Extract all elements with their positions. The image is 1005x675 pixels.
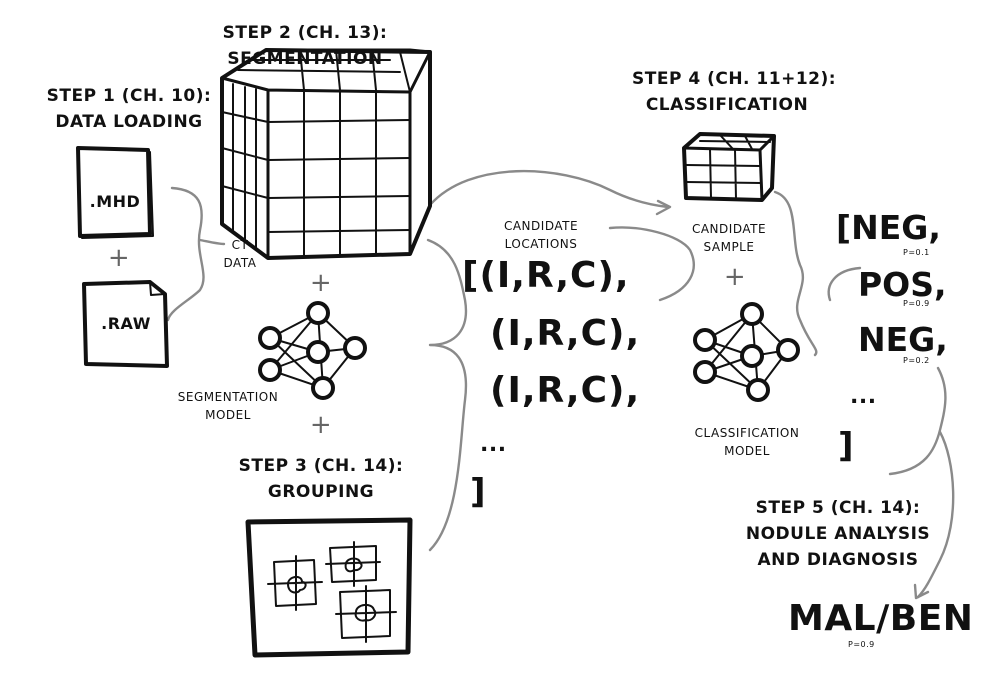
candidate-ellipsis: ...	[480, 432, 507, 457]
step3-heading: STEP 3 (CH. 14):	[238, 456, 404, 476]
step2-plus: +	[309, 268, 333, 298]
step5-subheading-2: AND DIAGNOSIS	[757, 550, 919, 570]
diagnosis-result: MAL/BEN	[788, 598, 974, 639]
mhd-file-icon	[76, 146, 154, 239]
candidate-sample-cube-icon	[682, 132, 776, 202]
step4-heading: STEP 4 (CH. 11+12):	[632, 69, 837, 89]
step5-title: STEP 5 (CH. 14): NODULE ANALYSIS AND DIA…	[738, 495, 938, 573]
ct-label-line2: DATA	[223, 256, 257, 270]
diagnosis-prob: P=0.9	[848, 640, 875, 649]
raw-file-label: .RAW	[101, 314, 151, 333]
segmentation-model-icon	[258, 301, 367, 400]
step5-subheading: NODULE ANALYSIS	[745, 524, 931, 544]
clsmodel-line2: MODEL	[724, 444, 770, 458]
prediction-prob-1: P=0.1	[903, 248, 930, 257]
candidate-close-bracket: ]	[470, 472, 487, 512]
ct-label-line1: CT	[231, 238, 249, 252]
step1-subheading: DATA LOADING	[55, 112, 203, 132]
ct-data-label: CT DATA	[215, 236, 265, 272]
prediction-prob-2: P=0.9	[903, 299, 930, 308]
step3-title: STEP 3 (CH. 14): GROUPING	[236, 453, 406, 505]
step1-plus: +	[107, 243, 131, 273]
step3-subheading: GROUPING	[267, 482, 375, 502]
prediction-prob-3: P=0.2	[903, 356, 930, 365]
clsmodel-line1: CLASSIFICATION	[694, 426, 800, 440]
mhd-file-label: .MHD	[89, 192, 141, 211]
step2-heading: STEP 2 (CH. 13):	[222, 23, 388, 43]
classification-model-label: CLASSIFICATION MODEL	[684, 424, 810, 460]
candidate-locations-line2: LOCATIONS	[504, 237, 578, 251]
candidate-locations-line1: CANDIDATE	[503, 219, 579, 233]
candidate-sample-line2: SAMPLE	[703, 240, 755, 254]
prediction-ellipsis: ...	[850, 384, 877, 409]
connector-lines	[166, 169, 955, 600]
step4-title: STEP 4 (CH. 11+12): CLASSIFICATION	[632, 66, 837, 118]
prediction-item-2: POS,	[858, 265, 947, 304]
segmodel-line1: SEGMENTATION	[177, 390, 279, 404]
candidate-locations-label: CANDIDATE LOCATIONS	[486, 217, 596, 253]
candidate-item-2: (I,R,C),	[490, 313, 641, 354]
step2-subheading: SEGMENTATION	[227, 49, 383, 69]
step1-heading: STEP 1 (CH. 10):	[46, 86, 212, 106]
step4-subheading: CLASSIFICATION	[645, 95, 809, 115]
step3-plus: +	[309, 410, 333, 440]
candidate-item-3: (I,R,C),	[490, 370, 641, 411]
classification-model-icon	[693, 302, 800, 402]
segmodel-line2: MODEL	[205, 408, 251, 422]
candidate-item-1: [(I,R,C),	[462, 255, 630, 296]
segmentation-model-label: SEGMENTATION MODEL	[172, 388, 284, 424]
prediction-item-3: NEG,	[858, 320, 948, 359]
prediction-item-1: [NEG,	[836, 208, 941, 247]
step4-plus: +	[723, 262, 747, 292]
ct-data-cube-icon	[220, 48, 432, 260]
step1-title: STEP 1 (CH. 10): DATA LOADING	[34, 83, 224, 135]
step5-heading: STEP 5 (CH. 14):	[755, 498, 921, 518]
step2-title: STEP 2 (CH. 13): SEGMENTATION	[210, 20, 400, 72]
candidate-sample-label: CANDIDATE SAMPLE	[674, 220, 784, 256]
grouping-panel-icon	[245, 517, 413, 658]
candidate-sample-line1: CANDIDATE	[691, 222, 767, 236]
raw-file-icon	[82, 280, 169, 368]
prediction-close-bracket: ]	[838, 426, 855, 466]
